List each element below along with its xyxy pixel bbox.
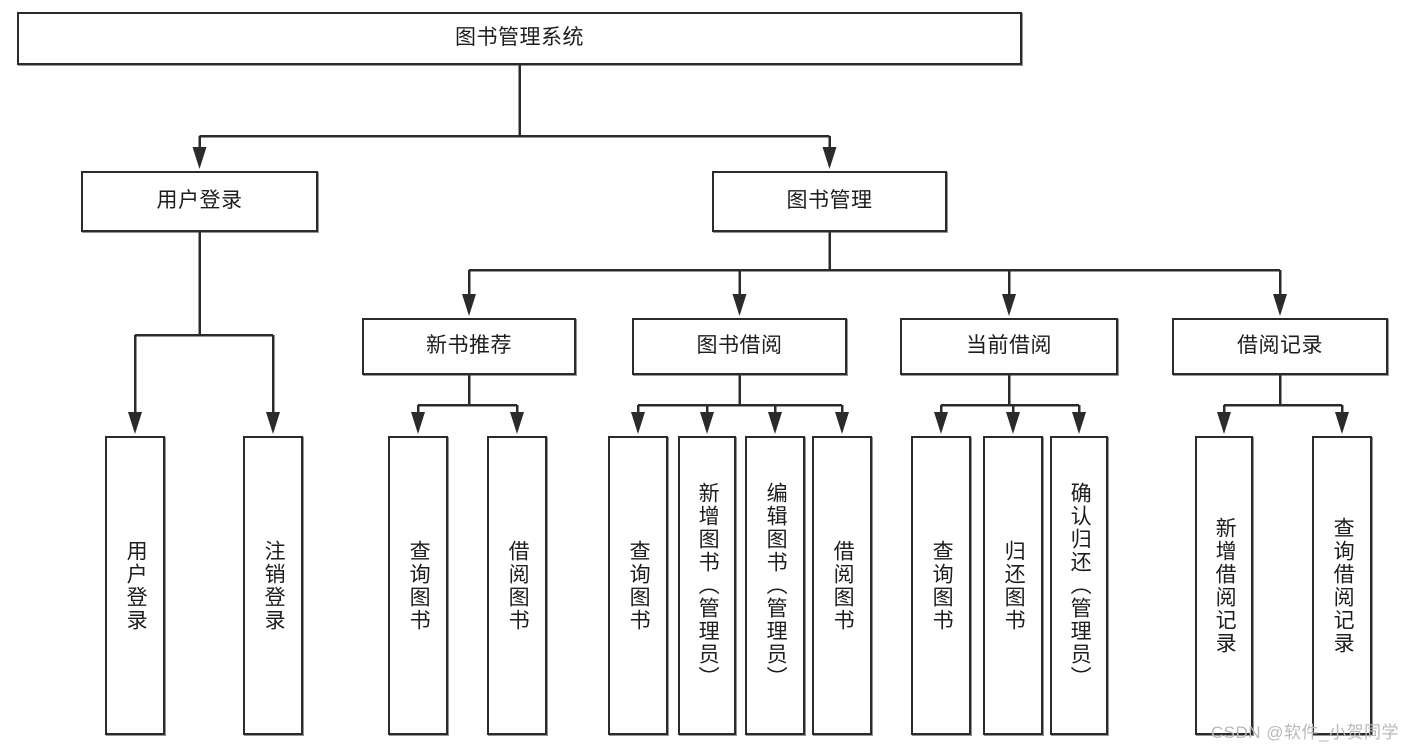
arrowhead-l-query1 <box>411 412 425 434</box>
node-login[interactable]: 用户登录 <box>81 171 318 232</box>
node-l-query1[interactable]: 查询图书 <box>388 436 448 735</box>
node-label: 查询借阅记录 <box>1331 516 1355 655</box>
node-newbook[interactable]: 新书推荐 <box>362 318 576 375</box>
node-records[interactable]: 借阅记录 <box>1172 318 1388 375</box>
arrowhead-login <box>192 147 207 169</box>
node-l-borrow2[interactable]: 借阅图书 <box>812 436 872 735</box>
node-label: 借阅记录 <box>1237 334 1323 358</box>
node-current[interactable]: 当前借阅 <box>900 318 1118 375</box>
arrowhead-l-queryrec <box>1335 412 1349 434</box>
arrowhead-l-edit <box>768 412 782 434</box>
node-l-logout[interactable]: 注销登录 <box>243 436 303 735</box>
arrowhead-l-login <box>128 412 142 434</box>
arrowhead-l-return <box>1006 412 1020 434</box>
node-label: 新增借阅记录 <box>1213 516 1237 655</box>
arrowhead-bookmgmt <box>822 147 837 169</box>
node-label: 确认归还（管理员） <box>1068 482 1092 689</box>
node-label: 编辑图书（管理员） <box>764 482 788 689</box>
node-label: 查询图书 <box>407 539 431 632</box>
node-l-login[interactable]: 用户登录 <box>105 436 165 735</box>
node-label: 借阅图书 <box>831 539 855 632</box>
arrowhead-l-confirm <box>1072 412 1086 434</box>
node-l-addrec[interactable]: 新增借阅记录 <box>1195 436 1253 735</box>
arrowhead-l-borrow1 <box>510 412 524 434</box>
node-label: 新书推荐 <box>426 334 512 358</box>
node-label: 借阅图书 <box>506 539 530 632</box>
node-l-queryrec[interactable]: 查询借阅记录 <box>1312 436 1372 735</box>
arrowhead-l-query2 <box>631 412 645 434</box>
node-borrow[interactable]: 图书借阅 <box>632 318 847 375</box>
arrowhead-l-query3 <box>934 412 948 434</box>
node-label: 查询图书 <box>627 539 651 632</box>
node-label: 用户登录 <box>124 539 148 632</box>
node-label: 用户登录 <box>156 189 243 213</box>
node-l-add[interactable]: 新增图书（管理员） <box>678 436 736 735</box>
node-l-confirm[interactable]: 确认归还（管理员） <box>1050 436 1108 735</box>
node-l-query2[interactable]: 查询图书 <box>608 436 668 735</box>
node-l-borrow1[interactable]: 借阅图书 <box>487 436 547 735</box>
node-label: 归还图书 <box>1002 539 1026 632</box>
arrowhead-l-logout <box>266 412 280 434</box>
node-l-edit[interactable]: 编辑图书（管理员） <box>745 436 805 735</box>
arrowhead-l-borrow2 <box>835 412 849 434</box>
node-label: 图书管理系统 <box>455 26 584 50</box>
arrowhead-l-add <box>700 412 714 434</box>
node-bookmgmt[interactable]: 图书管理 <box>712 171 947 232</box>
arrowhead-records <box>1273 294 1287 316</box>
node-label: 图书借阅 <box>696 334 783 358</box>
arrowhead-l-addrec <box>1217 412 1231 434</box>
arrowhead-current <box>1002 294 1016 316</box>
node-l-query3[interactable]: 查询图书 <box>911 436 971 735</box>
arrowhead-newbook <box>462 294 476 316</box>
arrowhead-borrow <box>732 294 747 316</box>
node-label: 图书管理 <box>786 189 873 213</box>
node-root[interactable]: 图书管理系统 <box>17 12 1022 65</box>
node-label: 新增图书（管理员） <box>696 482 720 689</box>
node-label: 当前借阅 <box>966 334 1052 358</box>
node-l-return[interactable]: 归还图书 <box>983 436 1043 735</box>
node-label: 查询图书 <box>930 539 954 632</box>
watermark-text: CSDN @软件_小贺同学 <box>1210 723 1399 742</box>
node-label: 注销登录 <box>262 539 286 632</box>
